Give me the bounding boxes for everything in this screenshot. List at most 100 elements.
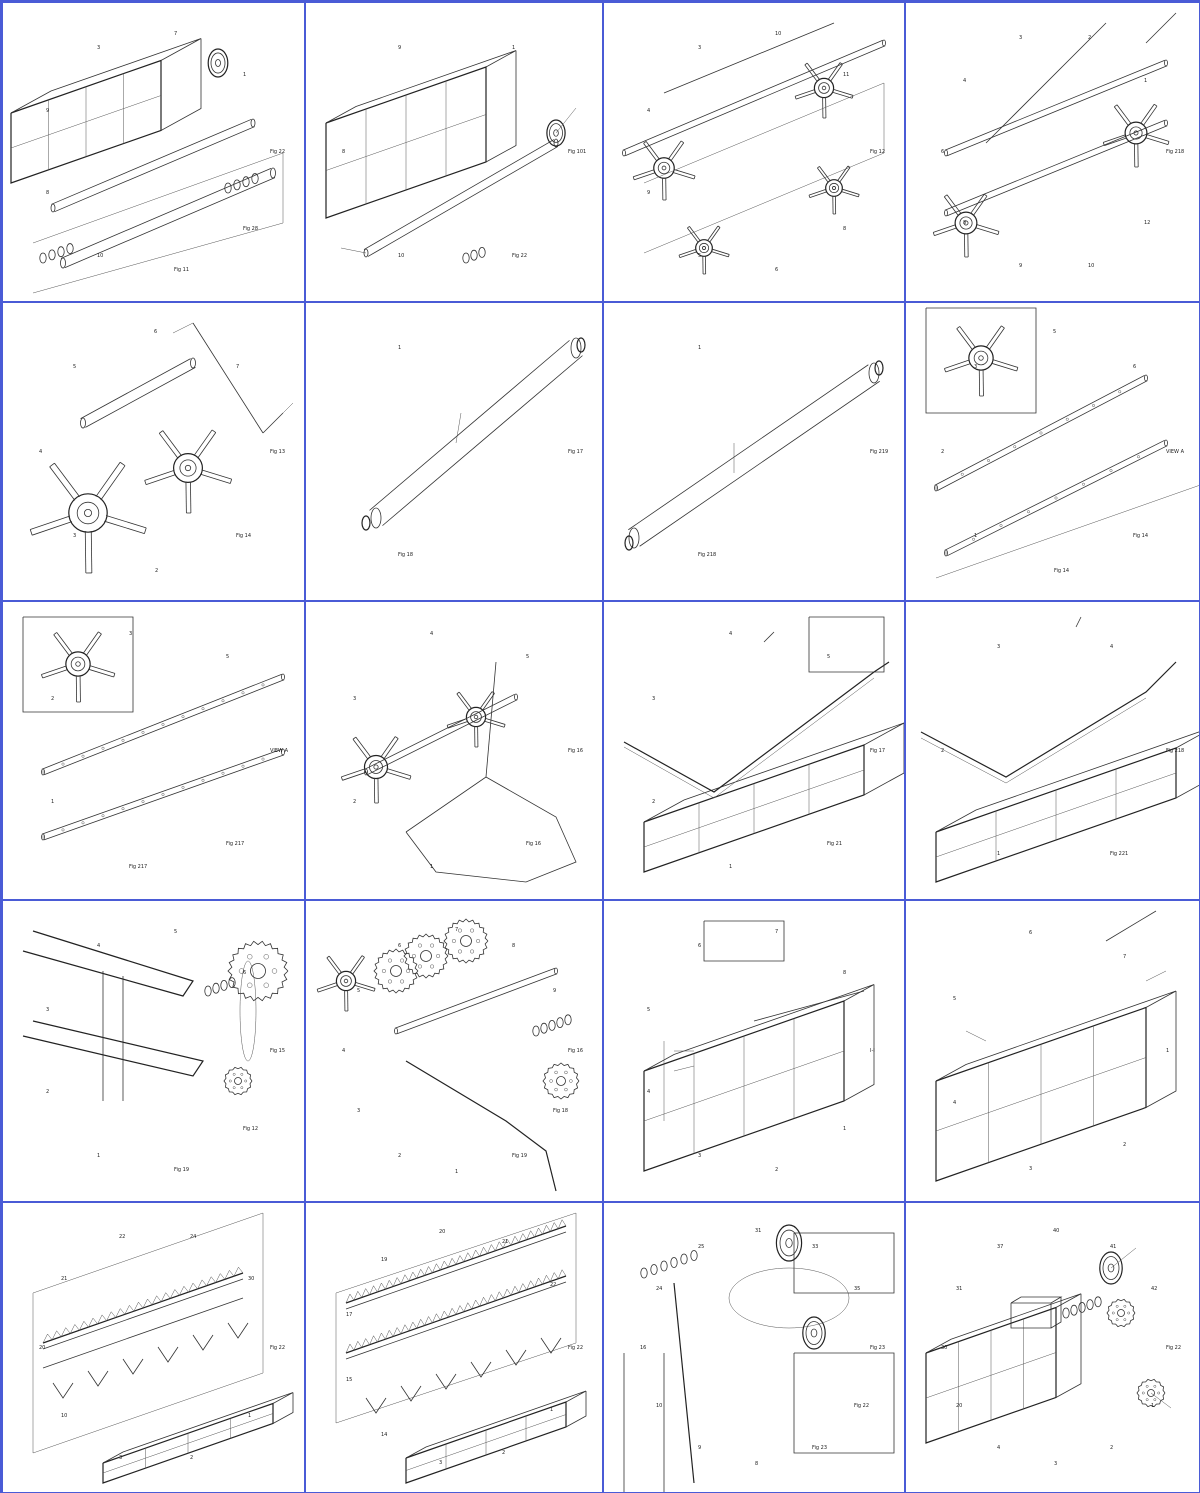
callout-label: Fig 14	[1133, 533, 1148, 539]
callout-label: Fig 17	[870, 748, 885, 754]
callout-label: Fig 19	[174, 1167, 189, 1173]
callout-label: 10	[97, 253, 103, 259]
callout-label: Fig 13	[270, 449, 285, 455]
callout-label: 6	[1133, 364, 1136, 370]
callout-label: 42	[1151, 1286, 1157, 1292]
callout-label: Fig 217	[129, 864, 147, 870]
callout-label: 2	[775, 1167, 778, 1173]
callout-label: 4	[647, 108, 650, 114]
callout-label: 6	[775, 267, 778, 273]
callout-label: 1	[1166, 1048, 1169, 1054]
callout-label: 2	[1110, 1445, 1113, 1451]
callout-label: 31	[755, 1228, 761, 1234]
callout-label: 9	[46, 108, 49, 114]
callout-label: 4	[97, 943, 100, 949]
callout-label: 1	[698, 345, 701, 351]
callout-label: 6	[698, 943, 701, 949]
callout-label: 4	[997, 1445, 1000, 1451]
callout-label: Fig 23	[870, 1345, 885, 1351]
callout-label: 2	[502, 1450, 505, 1456]
callout-label: 10	[656, 1403, 662, 1409]
callout-label: 8	[843, 970, 846, 976]
callout-label: 1	[1151, 1403, 1154, 1409]
callout-label: 5	[526, 654, 529, 660]
callout-label: Fig 17	[568, 449, 583, 455]
callout-label: 6	[154, 329, 157, 335]
callout-label: Fig 18	[553, 1108, 568, 1114]
callout-label: 1	[243, 72, 246, 78]
callout-label: 20	[39, 1345, 45, 1351]
callout-label: Fig 218	[698, 552, 716, 558]
callout-label: 30	[941, 1345, 947, 1351]
callout-label: 3	[97, 45, 100, 51]
callout-label: 7	[455, 927, 458, 933]
callout-label: 17	[346, 1312, 352, 1318]
callout-label: Fig 18	[398, 552, 413, 558]
callout-label: 37	[997, 1244, 1003, 1250]
callout-label: 3	[698, 1153, 701, 1159]
callout-label: 3	[698, 45, 701, 51]
callout-label: 6	[941, 149, 944, 155]
callout-label: 12	[1144, 220, 1150, 226]
callout-label: 1	[455, 1169, 458, 1175]
callout-label: 22	[119, 1234, 125, 1240]
callout-label: Fig 219	[870, 449, 888, 455]
callout-label: VIEW A	[270, 748, 289, 754]
callout-label: 8	[755, 1461, 758, 1467]
callout-label: 30	[248, 1276, 254, 1282]
callout-label: 3	[1019, 35, 1022, 41]
callout-label: Fig 101	[568, 149, 586, 155]
callout-label: 8	[843, 226, 846, 232]
callout-label: 11	[843, 72, 849, 78]
callout-label: 3	[357, 1108, 360, 1114]
callout-label: 2	[1088, 35, 1091, 41]
callout-label: 1	[997, 851, 1000, 857]
callout-label: 3	[1054, 1461, 1057, 1467]
callout-label: 5	[226, 654, 229, 660]
callout-label: 1	[550, 1407, 553, 1413]
callout-label: 15	[346, 1377, 352, 1383]
callout-label: 5	[827, 654, 830, 660]
callout-label: 9	[647, 190, 650, 196]
callout-label: Fig 21	[827, 841, 842, 847]
callout-label: 2	[353, 799, 356, 805]
callout-label: 3	[73, 533, 76, 539]
callout-label: 1	[51, 799, 54, 805]
callout-label: Fig 22	[270, 1345, 285, 1351]
callout-label: Fig 218	[1166, 748, 1184, 754]
callout-label: 2	[652, 799, 655, 805]
callout-label: 1	[843, 1126, 846, 1132]
callout-label: Fig 23	[812, 1445, 827, 1451]
callout-label: 33	[812, 1244, 818, 1250]
callout-label: 3	[353, 696, 356, 702]
